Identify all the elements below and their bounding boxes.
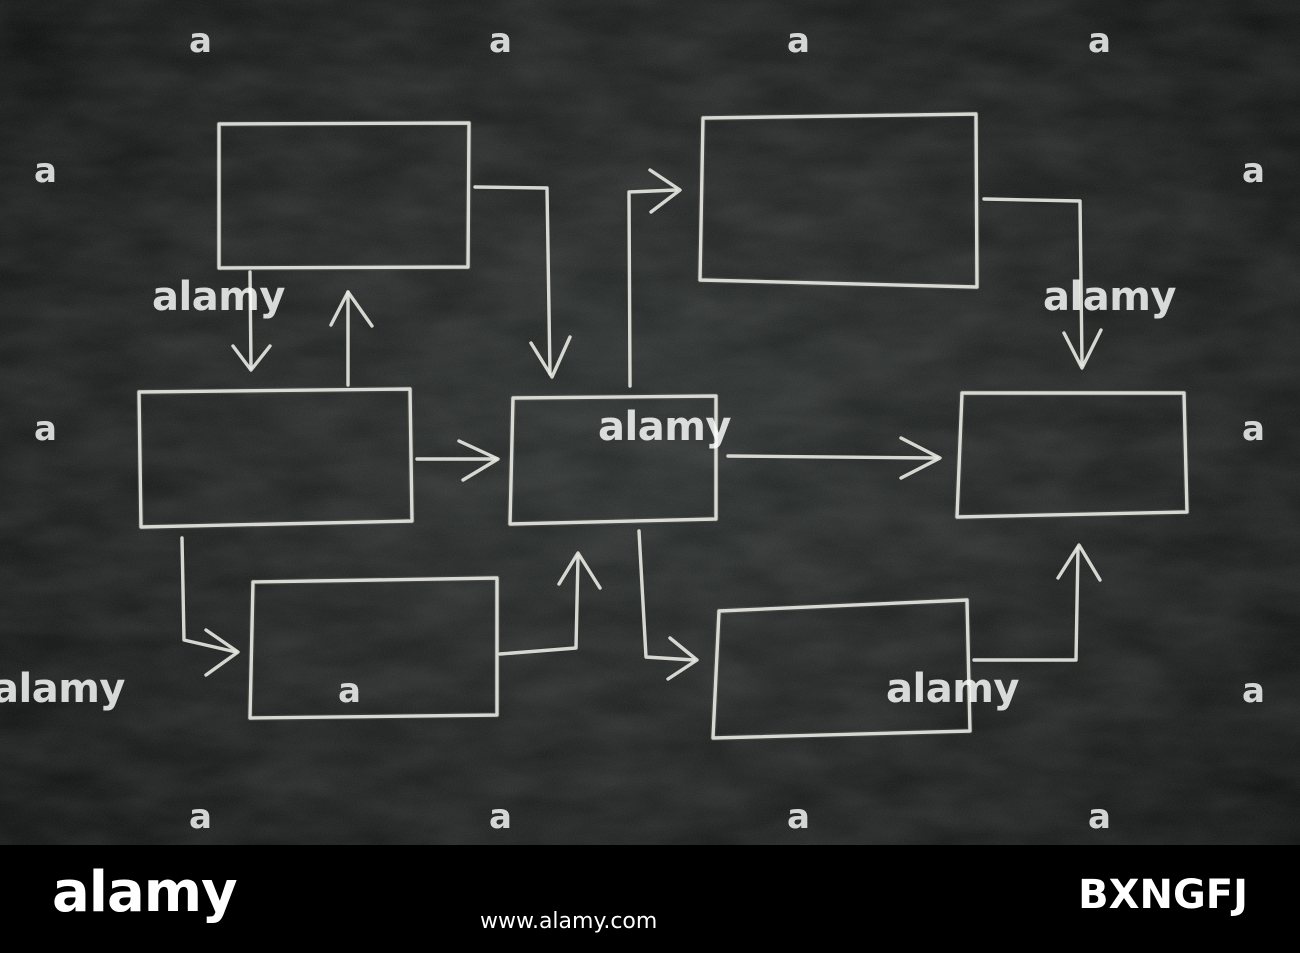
arrow-bottom-right-to-far-right <box>972 543 1102 662</box>
arrow-center-to-bottom-right <box>637 529 699 681</box>
watermark-mark: a <box>1088 797 1111 837</box>
watermark-mark: a <box>1088 21 1111 61</box>
arrow-center-to-far-right <box>726 436 942 480</box>
watermark-mark: a <box>34 409 57 449</box>
footer-image-id: BXNGFJ <box>1078 872 1248 918</box>
box-top-right <box>697 111 980 290</box>
watermark-mark: a <box>189 797 212 837</box>
watermark-text: alamy <box>1043 274 1176 320</box>
watermark-mark: a <box>1242 151 1265 191</box>
arrow-top-left-to-mid-left <box>231 270 272 372</box>
box-top-left <box>216 120 472 271</box>
watermark-mark: a <box>787 21 810 61</box>
watermark-mark: a <box>34 151 57 191</box>
arrow-bottom-left-to-center <box>498 551 602 656</box>
watermark-mark: a <box>489 21 512 61</box>
arrow-top-left-to-center <box>473 185 572 379</box>
footer-logo: alamy <box>52 860 238 925</box>
watermark-text: alamy <box>886 666 1019 712</box>
footer-website: www.alamy.com <box>480 909 658 934</box>
watermark-text: alamy <box>0 666 125 712</box>
box-bottom-left <box>247 575 500 721</box>
watermark-mark: a <box>1242 409 1265 449</box>
watermark-mark: a <box>787 797 810 837</box>
arrow-mid-left-to-top-left <box>329 290 374 387</box>
watermark-mark: a <box>489 797 512 837</box>
watermarks: alamy alamy alamy alamy alamy a a a a a … <box>0 21 1265 837</box>
arrow-top-right-to-far-right <box>982 197 1103 370</box>
arrow-mid-left-to-bottom-left <box>180 536 240 677</box>
box-mid-left <box>136 386 415 530</box>
arrow-mid-left-to-center <box>415 439 500 482</box>
box-bottom-right <box>710 597 973 741</box>
stock-footer: alamy www.alamy.com BXNGFJ <box>0 845 1300 953</box>
watermark-text: alamy <box>598 404 731 450</box>
watermark-text: alamy <box>152 274 285 320</box>
watermark-mark: a <box>189 21 212 61</box>
watermark-mark: a <box>338 671 361 711</box>
watermark-mark: a <box>1242 671 1265 711</box>
box-far-right <box>954 390 1190 520</box>
box-center <box>507 393 719 527</box>
arrow-center-to-top-right <box>627 168 682 388</box>
